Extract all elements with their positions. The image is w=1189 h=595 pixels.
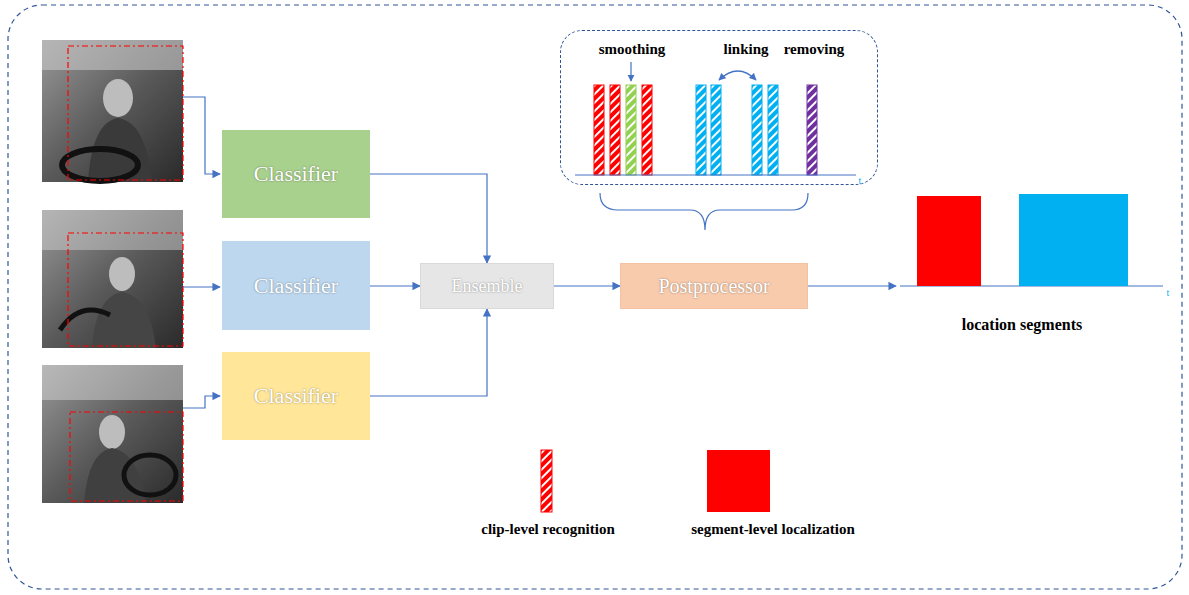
- driver-photo: [42, 365, 183, 503]
- legend-label: clip-level recognition: [481, 521, 614, 538]
- segment-bar: [917, 196, 981, 286]
- driver-photo: [42, 40, 183, 182]
- postprocess-panel: smoothing linking removing: [560, 30, 878, 185]
- input-line: [183, 286, 220, 287]
- flow-arrow: [370, 309, 487, 396]
- driver-photo: [42, 210, 183, 348]
- step-label: linking: [723, 41, 768, 58]
- legend-swatch: [707, 450, 770, 512]
- step-label: smoothing: [599, 41, 666, 58]
- axis-label: t: [1167, 287, 1170, 298]
- input-line: [183, 396, 220, 408]
- legend-label: segment-level localization: [691, 521, 855, 538]
- flow-arrow: [370, 174, 487, 263]
- node-label: Classifier: [254, 383, 338, 409]
- legend-clip-sample: [541, 450, 552, 512]
- axis-label: t: [859, 175, 862, 186]
- classifier-box: Classifier: [222, 241, 370, 330]
- flow-arrow: [370, 285, 420, 286]
- output-arrow: [808, 285, 896, 286]
- segment-bar: [1019, 194, 1128, 286]
- classifier-box: Classifier: [222, 130, 370, 218]
- node-label: Classifier: [254, 161, 338, 187]
- node-label: Postprocessor: [658, 275, 769, 298]
- outer-frame: [8, 5, 1182, 589]
- clip-bars: [575, 62, 856, 175]
- node-label: Ensemble: [452, 276, 523, 297]
- node-label: Classifier: [254, 273, 338, 299]
- flow-arrow: [554, 285, 620, 286]
- brace: [600, 193, 808, 230]
- input-line: [183, 97, 220, 174]
- classifier-box: Classifier: [222, 352, 370, 440]
- postprocessor-box: Postprocessor: [620, 263, 808, 309]
- ensemble-box: Ensemble: [420, 263, 554, 309]
- output-label: location segments: [962, 316, 1082, 334]
- step-label: removing: [784, 41, 845, 58]
